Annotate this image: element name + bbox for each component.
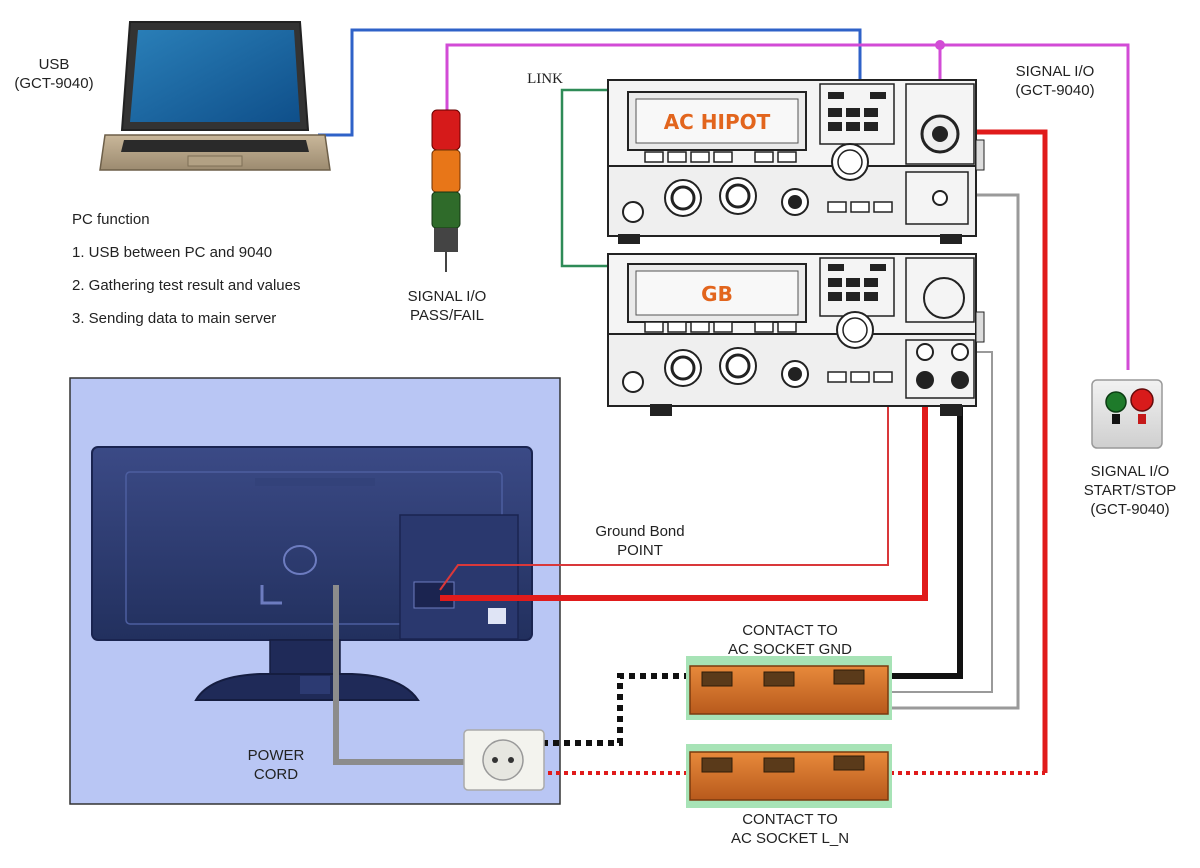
signal-io-passfail-line2: PASS/FAIL <box>410 307 484 324</box>
usb-label-line1: USB <box>38 56 70 73</box>
ac-socket <box>463 729 545 791</box>
usb-label: USB (GCT-9040) <box>4 55 104 93</box>
pc-function-title: PC function <box>72 211 150 228</box>
ground-bond-line2: POINT <box>617 542 663 559</box>
signal-wire-passfail <box>445 43 1130 370</box>
contact-block-ln <box>686 744 892 808</box>
signal-io-startstop-line1: SIGNAL I/O <box>1090 463 1170 480</box>
contact-ln-line2: AC SOCKET L_N <box>730 830 850 847</box>
signal-io-startstop-line3: (GCT-9040) <box>1090 501 1170 518</box>
power-cord-line1: POWER <box>247 747 305 764</box>
signal-io-top-line1: SIGNAL I/O <box>1015 63 1095 80</box>
tv-back-image <box>91 446 533 701</box>
pc-function-item: 2. Gathering test result and values <box>72 277 301 294</box>
ground-bond-wire <box>440 382 928 601</box>
ac-hipot-display: AC HIPOT <box>664 110 771 134</box>
contact-ln-label: CONTACT TO AC SOCKET L_N <box>700 810 880 848</box>
contact-gnd-line1: CONTACT TO <box>742 622 838 639</box>
sense-wire-2 <box>890 351 993 693</box>
contact-ln-line1: CONTACT TO <box>742 811 838 828</box>
power-cord-label: POWER CORD <box>226 746 326 784</box>
signal-io-startstop-label: SIGNAL I/O START/STOP (GCT-9040) <box>1070 462 1190 519</box>
gb-display: GB <box>701 282 733 306</box>
wires <box>318 28 1130 775</box>
return-wire <box>890 382 963 679</box>
pc-function-item: 3. Sending data to main server <box>72 310 277 327</box>
power-cord-wire <box>333 585 476 765</box>
laptop <box>99 21 331 171</box>
signal-io-passfail-line1: SIGNAL I/O <box>407 288 487 305</box>
instrument-stack: AC HIPOT <box>607 79 985 416</box>
sense-wire-1 <box>890 193 1020 710</box>
tv-panel <box>69 377 561 805</box>
contact-gnd-line2: AC SOCKET GND <box>728 641 852 658</box>
link-label: LINK <box>527 71 563 87</box>
contact-block-gnd <box>686 656 892 720</box>
usb-wire <box>318 28 862 137</box>
tower-light <box>431 109 461 272</box>
ground-bond-sense-wire <box>439 352 889 591</box>
contact-gnd-label: CONTACT TO AC SOCKET GND <box>700 621 880 659</box>
gb-unit: GB <box>607 253 985 416</box>
ground-bond-label: Ground Bond POINT <box>580 522 700 560</box>
gnd-dotted-wire <box>540 673 690 746</box>
usb-label-line2: (GCT-9040) <box>14 75 94 92</box>
link-wire <box>560 88 612 268</box>
signal-io-passfail-label: SIGNAL I/O PASS/FAIL <box>392 287 502 325</box>
signal-io-top-label: SIGNAL I/O (GCT-9040) <box>1000 62 1110 100</box>
ac-hipot-unit: AC HIPOT <box>607 79 985 244</box>
signal-io-startstop-line2: START/STOP <box>1083 482 1177 499</box>
start-stop-box <box>1091 379 1163 449</box>
pc-function-item: 1. USB between PC and 9040 <box>72 244 273 261</box>
pc-function-list: PC function 1. USB between PC and 9040 2… <box>72 203 300 335</box>
power-cord-line2: CORD <box>253 766 299 783</box>
ground-bond-line1: Ground Bond <box>595 523 685 540</box>
hv-wire-dotted <box>960 129 1048 773</box>
signal-io-top-line2: (GCT-9040) <box>1015 82 1095 99</box>
